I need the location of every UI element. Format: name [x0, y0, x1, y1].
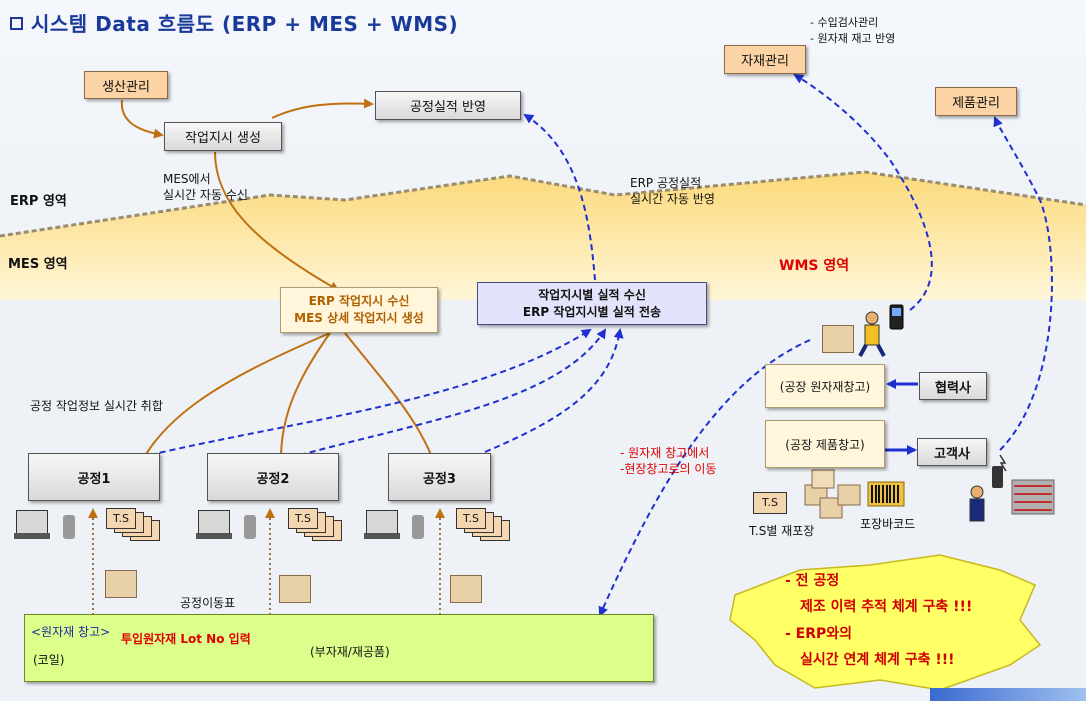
computer-icon: [366, 510, 398, 534]
mes-result-send-box: 작업지시별 실적 수신 ERP 작업지시별 실적 전송: [477, 282, 707, 325]
process-3-box: 공정3: [388, 453, 491, 501]
pack-barcode-label: 포장바코드: [860, 517, 916, 531]
process-2-box: 공정2: [207, 453, 339, 501]
barcode-box-icon: [822, 325, 854, 353]
process-result-box: 공정실적 반영: [375, 91, 521, 120]
work-order-create-box: 작업지시 생성: [164, 122, 282, 151]
move-ticket-label: 공정이동표: [180, 596, 236, 610]
pack-barcode-icon: [867, 481, 905, 507]
bottom-title: <원자재 창고>: [31, 625, 111, 639]
box-stack-icon: [804, 469, 861, 519]
ts-card: T.S: [456, 508, 486, 529]
material-note-2: - 원자재 재고 반영: [810, 32, 896, 45]
callout-line-2: 제조 이력 추적 체계 구축 !!!: [800, 599, 973, 615]
scanner-icon: [412, 515, 424, 539]
raw-warehouse-box: (공장 원자재창고): [765, 364, 885, 408]
material-note-1: - 수입검사관리: [810, 16, 879, 29]
keyboard-icon: [14, 533, 50, 539]
bottom-lot-label: 투입원자재 Lot No 입력: [121, 632, 251, 646]
callout-line-1: - 전 공정: [785, 573, 840, 589]
ts-repack-card: T.S: [753, 492, 787, 514]
logo-strip: [930, 688, 1086, 701]
ts-card: T.S: [106, 508, 136, 529]
barcode-box-icon: [279, 575, 311, 603]
barcode-box-icon: [450, 575, 482, 603]
move-note-2: -현장창고로의 이동: [620, 462, 717, 476]
scanner-icon: [63, 515, 75, 539]
mes-result-send-line2: ERP 작업지시별 실적 전송: [522, 304, 662, 319]
barcode-box-icon: [105, 570, 137, 598]
material-mgmt-box: 자재관리: [724, 45, 806, 74]
mes-recv-note-2: 실시간 자동 수신: [163, 188, 248, 202]
customer-box: 고객사: [917, 438, 987, 466]
product-mgmt-box: 제품관리: [935, 87, 1017, 116]
keyboard-icon: [196, 533, 232, 539]
process-info-note: 공정 작업정보 실시간 취합: [30, 399, 163, 413]
raw-material-warehouse-panel: <원자재 창고> 투입원자재 Lot No 입력 (코일) (부자재/재공품): [24, 614, 654, 682]
computer-icon: [16, 510, 48, 534]
callout-line-4: 실시간 연계 체계 구축 !!!: [800, 652, 955, 668]
erp-result-note-2: 실시간 자동 반영: [630, 192, 715, 206]
mes-order-receive-line1: ERP 작업지시 수신: [308, 294, 410, 308]
move-note-1: - 원자재 창고에서: [620, 446, 710, 460]
erp-zone-label: ERP 영역: [10, 194, 67, 209]
bottom-sub-label: (부자재/재공품): [310, 645, 390, 659]
keyboard-icon: [364, 533, 400, 539]
mes-order-receive-line2: MES 상세 작업지시 생성: [294, 311, 424, 325]
ts-repack-label: T.S별 재포장: [749, 524, 815, 538]
mes-zone-label: MES 영역: [8, 257, 68, 272]
mes-order-receive-box: ERP 작업지시 수신 MES 상세 작업지시 생성: [280, 287, 438, 333]
erp-result-note-1: ERP 공정실적: [630, 176, 702, 190]
computer-icon: [198, 510, 230, 534]
bottom-coil-label: (코일): [33, 653, 65, 667]
forklift-worker-icon: [969, 454, 1055, 522]
production-mgmt-box: 생산관리: [84, 71, 168, 99]
worker-icon: [858, 304, 904, 357]
process-1-box: 공정1: [28, 453, 160, 501]
partner-box: 협력사: [919, 372, 987, 400]
mes-recv-note-1: MES에서: [163, 172, 211, 186]
product-warehouse-box: (공장 제품창고): [765, 420, 885, 468]
scanner-icon: [244, 515, 256, 539]
wms-zone-label: WMS 영역: [779, 258, 850, 274]
ts-card: T.S: [288, 508, 318, 529]
callout-line-3: - ERP와의: [785, 626, 853, 642]
mes-result-send-line1: 작업지시별 실적 수신: [538, 287, 646, 302]
page-title: 시스템 Data 흐름도 (ERP + MES + WMS): [10, 8, 458, 37]
